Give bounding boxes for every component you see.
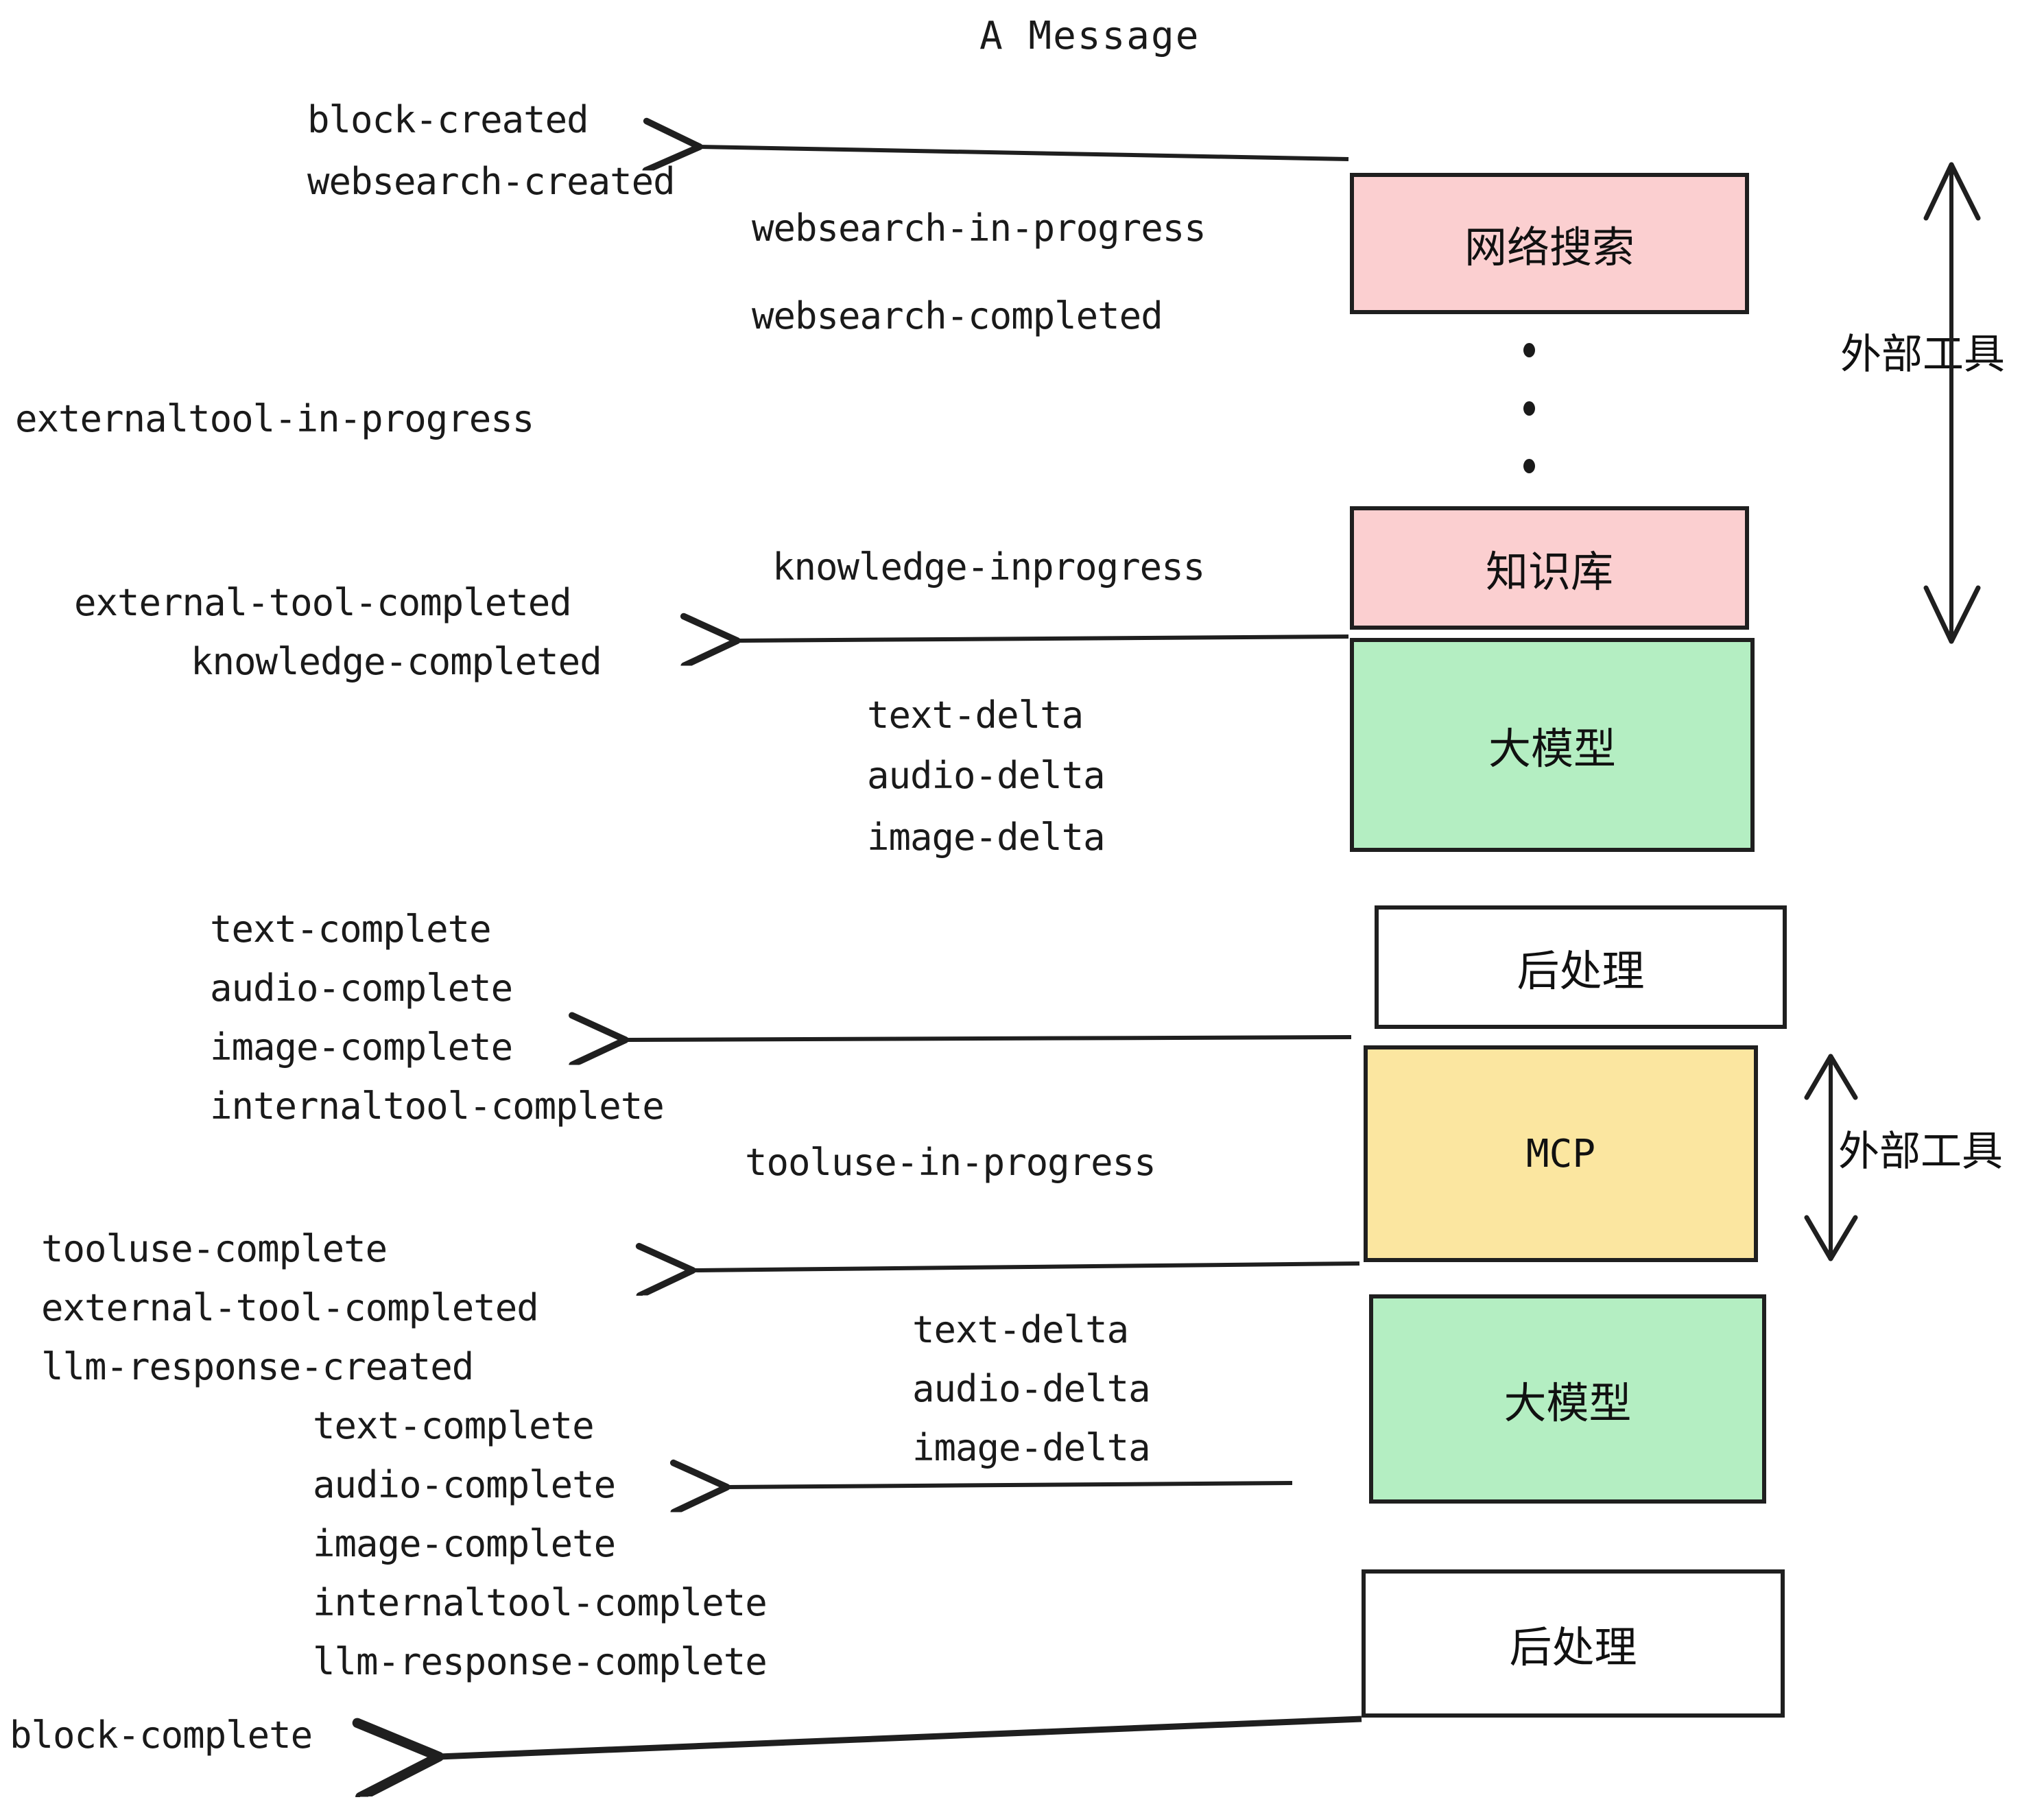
event-label-image-delta-2: image-delta <box>912 1426 1151 1469</box>
node-postprocess-1[interactable]: 后处理 <box>1375 905 1787 1029</box>
node-llm-2-label: 大模型 <box>1504 1377 1632 1428</box>
arrow-postprocess1-to-image-complete <box>626 1037 1352 1040</box>
event-label-text-delta-1: text-delta <box>867 693 1084 737</box>
ellipsis-dot-3 <box>1523 459 1535 473</box>
event-label-block-complete: block-complete <box>10 1713 313 1757</box>
arrow-mcp-to-tooluse-complete <box>693 1263 1360 1270</box>
node-mcp[interactable]: MCP <box>1364 1045 1758 1262</box>
event-label-image-complete-2: image-complete <box>313 1522 616 1565</box>
arrow-websearch-to-block-created <box>700 147 1349 159</box>
event-label-image-complete-1: image-complete <box>210 1025 513 1069</box>
ellipsis-dot-1 <box>1523 343 1535 357</box>
node-mcp-label: MCP <box>1525 1131 1596 1176</box>
ellipsis-dot-2 <box>1523 401 1535 416</box>
node-llm-1-label: 大模型 <box>1488 724 1616 774</box>
page-title: A Message <box>979 14 1200 58</box>
event-label-llm-response-complete: llm-response-complete <box>313 1640 768 1683</box>
node-llm-1[interactable]: 大模型 <box>1350 638 1755 852</box>
arrow-llm2-to-audio-complete <box>727 1483 1293 1487</box>
bracket-external-tools-top <box>1923 162 1981 644</box>
event-label-llm-response-created: llm-response-created <box>41 1345 474 1388</box>
event-label-internaltool-complete-1: internaltool-complete <box>210 1084 665 1128</box>
node-knowledge[interactable]: 知识库 <box>1350 506 1749 630</box>
event-label-knowledge-inprogress: knowledge-inprogress <box>772 545 1205 589</box>
event-label-external-tool-completed-2: external-tool-completed <box>41 1286 539 1329</box>
event-label-audio-delta-1: audio-delta <box>867 754 1106 797</box>
event-label-websearch-completed: websearch-completed <box>752 294 1163 337</box>
event-label-websearch-created: websearch-created <box>307 160 676 203</box>
event-label-audio-delta-2: audio-delta <box>912 1367 1151 1410</box>
event-label-tooluse-in-progress: tooluse-in-progress <box>745 1141 1156 1184</box>
node-postprocess-1-label: 后处理 <box>1517 946 1645 996</box>
event-label-image-delta-1: image-delta <box>867 816 1106 859</box>
node-websearch-label: 网络搜索 <box>1464 222 1635 272</box>
arrow-postprocess2-to-block-complete <box>439 1716 1362 1757</box>
node-knowledge-label: 知识库 <box>1485 547 1613 597</box>
event-label-websearch-in-progress: websearch-in-progress <box>752 206 1207 250</box>
node-postprocess-2-label: 后处理 <box>1509 1622 1637 1672</box>
event-label-externaltool-in-progress: externaltool-in-progress <box>15 397 534 440</box>
node-llm-2[interactable]: 大模型 <box>1369 1294 1766 1504</box>
event-label-external-tool-completed-1: external-tool-completed <box>74 581 572 624</box>
event-label-text-complete-2: text-complete <box>313 1404 595 1447</box>
side-label-external-tools-bottom: 外部工具 <box>1838 1128 2003 1176</box>
event-label-audio-complete-1: audio-complete <box>210 966 513 1010</box>
event-label-internaltool-complete-2: internaltool-complete <box>313 1581 768 1624</box>
side-label-external-tools-top: 外部工具 <box>1840 331 2005 379</box>
arrow-knowledge-to-knowledge-completed <box>737 637 1349 641</box>
event-label-tooluse-complete: tooluse-complete <box>41 1227 388 1270</box>
event-label-block-created: block-created <box>307 98 589 141</box>
vertical-ellipsis <box>1522 343 1536 473</box>
event-label-text-delta-2: text-delta <box>912 1308 1129 1351</box>
event-label-text-complete-1: text-complete <box>210 907 492 951</box>
event-label-audio-complete-2: audio-complete <box>313 1463 616 1506</box>
node-websearch[interactable]: 网络搜索 <box>1350 173 1749 314</box>
event-label-knowledge-completed: knowledge-completed <box>191 640 602 683</box>
node-postprocess-2[interactable]: 后处理 <box>1362 1569 1785 1718</box>
